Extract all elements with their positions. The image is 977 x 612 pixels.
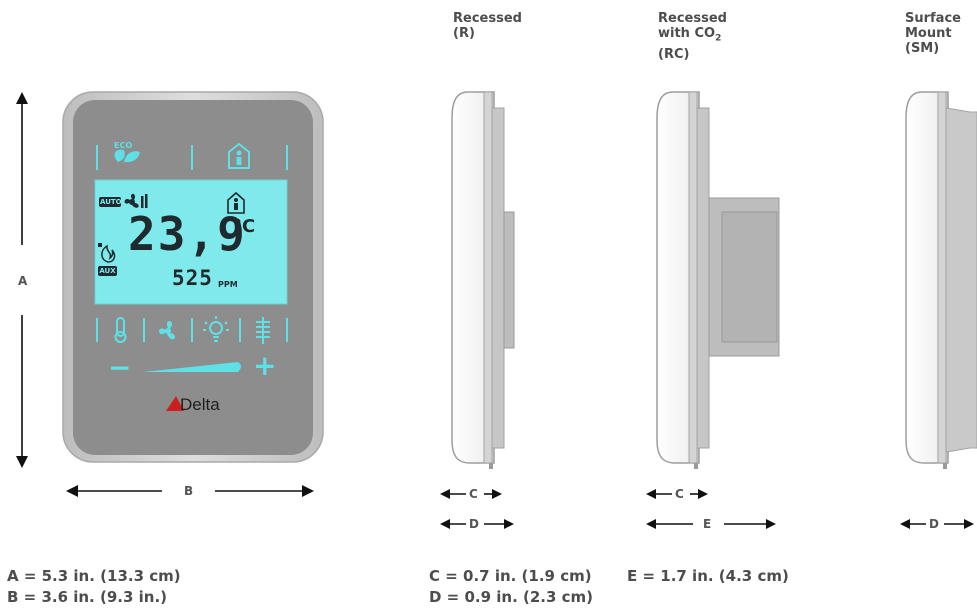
thermometer-icon <box>114 317 127 343</box>
spec-c: C = 0.7 in. (1.9 cm) <box>429 567 592 585</box>
dimension-b-arrow <box>66 485 314 497</box>
plus-button[interactable]: + <box>253 349 277 382</box>
spec-d: D = 0.9 in. (2.3 cm) <box>429 588 594 606</box>
dimension-b-label: B <box>184 484 194 498</box>
surface-mount-title: Surface Mount (SM) <box>905 11 961 56</box>
light-bulb-icon <box>203 316 229 342</box>
eco-leaf-icon <box>114 149 140 163</box>
dimension-d2-label: D <box>929 517 939 531</box>
dimension-d2-arrow <box>900 519 974 529</box>
recessed-co2-side-view <box>656 91 780 469</box>
setpoint-slider <box>143 362 241 372</box>
dimension-c1-arrow <box>440 489 502 499</box>
flame-icon <box>98 243 116 263</box>
fan-button-icon <box>159 320 176 340</box>
dimension-c2-arrow <box>646 489 708 499</box>
blinds-icon <box>256 317 270 344</box>
temperature-reading: 23,9 <box>128 207 247 261</box>
dimension-d1-arrow <box>440 519 514 529</box>
minus-button[interactable]: − <box>108 351 132 384</box>
thermostat-front <box>62 91 324 463</box>
delta-logo-triangle <box>166 396 184 411</box>
spec-b: B = 3.6 in. (9.3 in.) <box>7 588 168 606</box>
brand-logo: Delta <box>180 395 220 414</box>
spec-e: E = 1.7 in. (4.3 cm) <box>627 567 789 585</box>
occupancy-icon <box>228 142 250 169</box>
surface-mount-side-view <box>905 91 977 469</box>
dimension-d1-label: D <box>469 517 479 531</box>
fan-icon <box>124 193 148 208</box>
dimension-a-label: A <box>18 274 28 288</box>
mode-badge: AUTO <box>100 198 122 206</box>
dimension-a-arrow <box>16 92 28 468</box>
recessed-co2-title: Recessed with CO2 (RC) <box>658 11 727 62</box>
dimension-c1-label: C <box>469 487 478 501</box>
dimension-c2-label: C <box>675 487 684 501</box>
dimension-e-label: E <box>703 517 712 531</box>
screen-occupancy-icon <box>227 191 245 214</box>
eco-label: ECO <box>114 141 133 150</box>
temperature-unit: °C <box>233 216 256 237</box>
co2-unit: PPM <box>218 280 238 289</box>
co2-reading: 525 <box>172 266 213 290</box>
aux-badge: AUX <box>99 267 116 275</box>
recessed-title: Recessed (R) <box>453 11 522 41</box>
spec-a: A = 5.3 in. (13.3 cm) <box>7 567 181 585</box>
recessed-side-view <box>451 91 515 469</box>
dimension-e-arrow <box>646 519 776 529</box>
